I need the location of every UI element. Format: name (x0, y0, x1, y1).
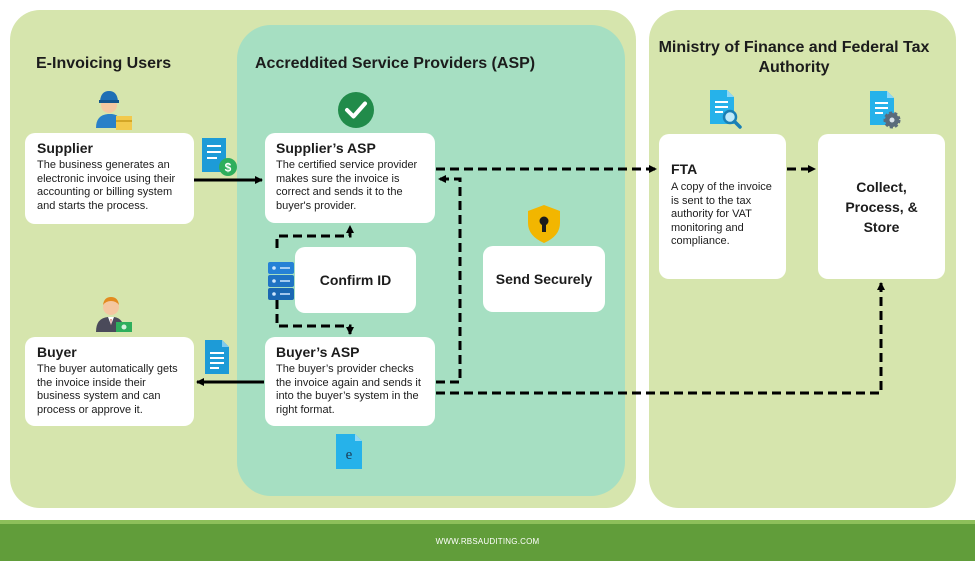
buyer-asp-desc: The buyer’s provider checks the invoice … (276, 363, 421, 416)
shield-lock-icon (528, 205, 560, 243)
arrow-confirm-to-buyer-asp (275, 300, 354, 335)
businessman-with-cash-icon (96, 297, 132, 332)
buyer-asp-title: Buyer’s ASP (276, 344, 360, 360)
buyer-title: Buyer (37, 344, 77, 360)
document-icon (205, 340, 229, 374)
buyer-asp-box: Buyer’s ASP The buyer’s provider checks … (265, 337, 435, 426)
arrow-loop-right (436, 175, 462, 384)
arrow-confirm-to-supplier-asp (275, 225, 354, 248)
confirm-id-box: Confirm ID (295, 247, 416, 313)
confirm-id-label: Confirm ID (319, 272, 392, 288)
buyer-box: Buyer The buyer automatically gets the i… (25, 337, 194, 426)
invoice-dollar-icon: $ (202, 138, 237, 176)
worker-with-box-icon (96, 91, 132, 130)
server-icon (268, 262, 294, 300)
fta-box: FTA A copy of the invoice is sent to the… (659, 134, 786, 279)
asp-heading: Accreddited Service Providers (ASP) (255, 55, 536, 72)
ministry-heading: Ministry of Finance and Federal Tax Auth… (658, 39, 930, 76)
supplier-title: Supplier (37, 140, 94, 156)
users-heading: E-Invoicing Users (36, 55, 172, 72)
send-securely-label: Send Securely (495, 271, 593, 287)
document-gear-icon (870, 91, 901, 129)
supplier-asp-title: Supplier’s ASP (276, 140, 376, 156)
svg-text:$: $ (225, 161, 232, 175)
fta-title: FTA (671, 161, 698, 177)
check-badge-icon (338, 92, 374, 128)
supplier-asp-desc: The certified service provider makes sur… (276, 159, 418, 212)
supplier-asp-box: Supplier’s ASP The certified service pro… (265, 133, 435, 223)
e-document-icon: e (336, 434, 362, 469)
document-search-icon (710, 90, 742, 129)
collect-label: Collect, Process, & Store (845, 178, 918, 235)
footer-url[interactable]: WWW.RBSAUDITING.COM (435, 537, 540, 546)
footer-bar (0, 520, 975, 561)
e-letter: e (346, 447, 353, 463)
send-securely-box: Send Securely (483, 246, 605, 312)
supplier-desc: The business generates an electronic inv… (37, 159, 176, 212)
collect-box: Collect, Process, & Store (818, 134, 945, 279)
buyer-desc: The buyer automatically gets the invoice… (37, 363, 178, 416)
supplier-box: Supplier The business generates an elect… (25, 133, 194, 224)
fta-desc: A copy of the invoice is sent to the tax… (671, 181, 772, 247)
arrow-buyer-asp-to-collect (436, 282, 885, 395)
